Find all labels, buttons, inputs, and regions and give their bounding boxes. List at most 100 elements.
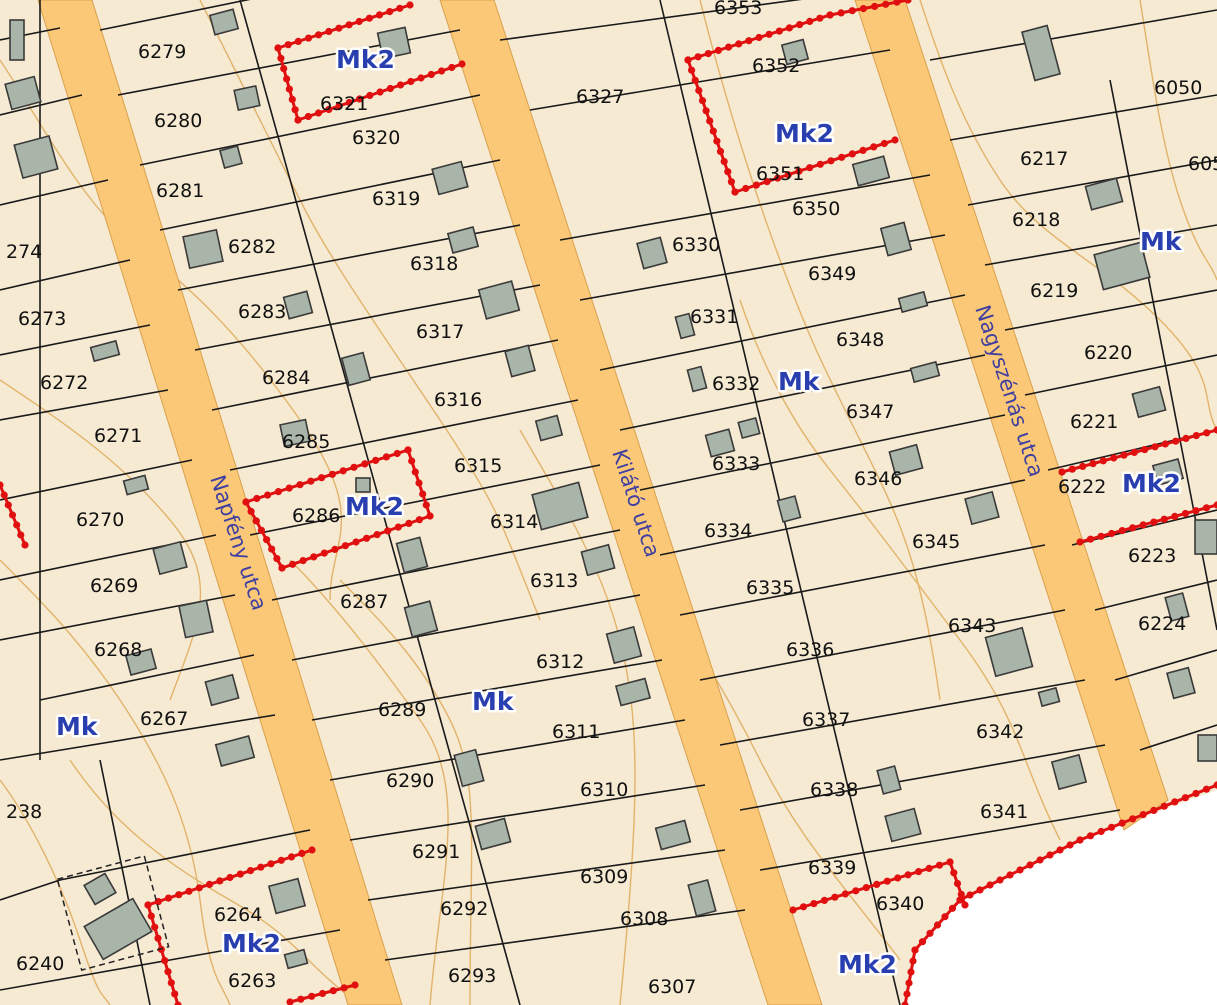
plot-number: 6334 — [704, 520, 752, 542]
zone-border-dot — [789, 906, 797, 914]
zone-border-dot — [287, 853, 296, 861]
zone-border-dot — [21, 541, 29, 549]
zone-border-dot — [862, 884, 870, 892]
zone-border-dot — [694, 53, 702, 61]
zone-border-dot — [1076, 836, 1084, 844]
zone-border-dot — [299, 557, 307, 565]
zone-border-dot — [267, 860, 275, 868]
zone-border-dot — [735, 40, 743, 48]
plot-number: 6224 — [1138, 613, 1186, 635]
zone-border-dot — [1089, 460, 1097, 468]
zone-border-dot — [393, 449, 401, 458]
plot-number: 6348 — [836, 329, 884, 351]
zone-border-dot — [345, 21, 353, 29]
zone-border-dot — [894, 874, 902, 882]
plot-number: 6240 — [16, 953, 64, 975]
zone-border-dot — [394, 523, 402, 531]
zone-border-dot — [752, 181, 760, 189]
zone-border-dot — [765, 30, 773, 38]
zone-border-dot — [195, 884, 203, 892]
plot-number: 6330 — [672, 234, 720, 256]
zone-border-dot — [1139, 811, 1147, 819]
plot-number: 6339 — [808, 857, 856, 879]
plot-number: 6292 — [440, 898, 488, 920]
zone-border-dot — [1139, 521, 1147, 529]
zone-border-dot — [1016, 866, 1024, 874]
zone-border-dot — [340, 984, 348, 992]
zone-border-dot — [396, 4, 404, 12]
zone-border-dot — [257, 526, 265, 534]
zone-border-dot — [1171, 798, 1179, 806]
plot-number: 6291 — [412, 841, 460, 863]
zone-border-dot — [1056, 846, 1064, 854]
zone-border-dot — [274, 488, 282, 496]
zone-border-dot — [171, 990, 179, 998]
zone-border-dot — [1213, 426, 1217, 434]
zone-border-dot — [297, 995, 305, 1003]
zone-border-dot — [277, 54, 285, 62]
zone-border-dot — [1202, 504, 1211, 512]
buildings — [4, 8, 1217, 971]
zone-border-dot — [0, 491, 8, 499]
zone-border-dot — [926, 929, 934, 937]
zone-border-dot — [283, 75, 291, 83]
zone-border-dot — [1046, 851, 1054, 859]
zone-border-dot — [745, 37, 753, 45]
zone-border-dot — [1192, 507, 1200, 515]
zone-border-dot — [1182, 434, 1190, 442]
zone-border-dot — [318, 474, 326, 482]
zone-border-dot — [1086, 535, 1095, 543]
zone-border-dot — [725, 43, 733, 51]
zone-border-dot — [419, 490, 427, 498]
zone-border-dot — [1161, 440, 1169, 448]
zone-border-dot — [335, 24, 343, 32]
zone-border-dot — [246, 867, 255, 875]
zone-border-dot — [411, 468, 419, 476]
zone-border-dot — [291, 106, 299, 114]
zone-border-dot — [1171, 512, 1179, 521]
zone-label-mk2: Mk2 — [345, 492, 404, 521]
plot-number: 6353 — [714, 0, 762, 19]
plot-number: 6335 — [746, 577, 794, 599]
zone-border-dot — [946, 858, 954, 866]
zone-border-dot — [784, 171, 792, 179]
zone-border-dot — [285, 85, 293, 93]
zone-border-dot — [976, 886, 984, 894]
zone-border-dot — [331, 545, 339, 554]
zone-border-dot — [373, 531, 381, 539]
zone-border-dot — [720, 157, 728, 166]
zone-border-dot — [698, 97, 707, 105]
zone-border-dot — [365, 14, 373, 22]
zone-border-dot — [304, 34, 313, 42]
zone-border-dot — [284, 41, 292, 49]
zone-border-dot — [763, 178, 771, 186]
roads — [37, 0, 1169, 1005]
zone-border-dot — [831, 893, 839, 901]
zone-border-dot — [1141, 446, 1149, 454]
zone-border-dot — [695, 86, 703, 95]
zone-border-dot — [1120, 451, 1128, 459]
zone-border-dot — [264, 491, 272, 499]
plot-number: 6293 — [448, 965, 496, 987]
zone-border-dot — [1181, 794, 1189, 802]
plot-number: 6308 — [620, 908, 668, 930]
zone-border-dot — [826, 11, 834, 19]
plot-numbers: 6279 6280 6281 6282 6283 6284 6285 6286 … — [6, 0, 1217, 998]
zone-border-dot — [996, 876, 1004, 884]
plot-number: 6333 — [712, 453, 760, 475]
zone-border-dot — [820, 896, 829, 905]
plot-number: 6317 — [416, 321, 464, 343]
plot-number: 6263 — [228, 970, 276, 992]
zone-border-dot — [151, 923, 159, 931]
off-map-area — [905, 790, 1217, 1005]
zone-border-dot — [907, 968, 915, 976]
zone-border-dot — [437, 67, 446, 75]
road-napfeny — [37, 0, 403, 1005]
plot-number: 6282 — [228, 236, 276, 258]
zone-border-dot — [1118, 819, 1126, 827]
plot-number: 6223 — [1128, 545, 1176, 567]
zone-border-dot — [891, 136, 899, 144]
plot-number: 6284 — [262, 367, 310, 389]
zone-border-dot — [859, 5, 868, 13]
